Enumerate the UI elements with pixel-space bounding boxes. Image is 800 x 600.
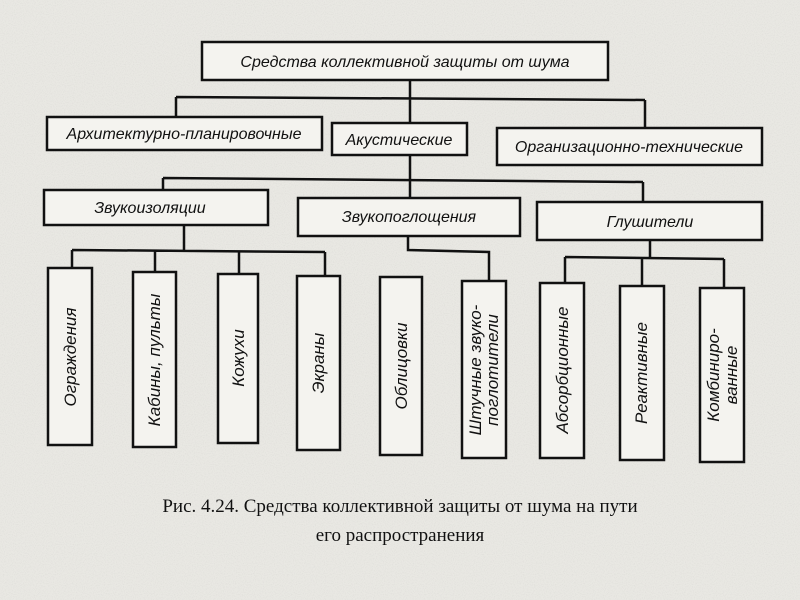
level1-node-architectural: Архитектурно-планировочные — [45, 115, 324, 152]
leaf-piece-absorbers: Штучные звуко- поглотители — [460, 279, 508, 460]
level1-label: Акустические — [345, 132, 453, 149]
leaf-linings: Облицовки — [378, 275, 424, 457]
level2-label: Глушители — [607, 214, 694, 231]
level2-label: Звукоизоляции — [94, 200, 205, 217]
leaf-casings: Кожухи — [216, 272, 260, 445]
connectors — [70, 80, 726, 288]
leaf-combined: Комбиниро- ванные — [698, 286, 746, 464]
level2-label: Звукопоглощения — [342, 209, 477, 226]
level1-node-acoustic: Акустические — [330, 121, 469, 157]
level1-label: Организационно-технические — [515, 139, 743, 156]
figure-caption-line2: его распространения — [316, 525, 485, 546]
leaf-label: Ограждения — [61, 308, 80, 407]
level2-node-silencers: Глушители — [535, 200, 764, 242]
root-node: Средства коллективной защиты от шума — [200, 40, 610, 82]
leaf-enclosures: Ограждения — [46, 266, 94, 447]
leaf-label-line2: поглотители — [483, 314, 502, 426]
leaf-label: Экраны — [309, 332, 328, 393]
leaf-label-line1: Штучные звуко- — [466, 304, 485, 435]
level2-node-sound-absorption: Звукопоглощения — [296, 196, 522, 238]
leaf-label-line1: Комбиниро- — [704, 328, 723, 422]
figure-caption-line1: Рис. 4.24. Средства коллективной защиты … — [162, 496, 637, 517]
leaf-screens: Экраны — [295, 274, 342, 452]
leaf-label: Абсорбционные — [553, 307, 572, 435]
root-label: Средства коллективной защиты от шума — [240, 54, 569, 71]
leaf-reactive: Реактивные — [618, 284, 666, 462]
leaf-absorptive: Абсорбционные — [538, 281, 586, 460]
leaf-label: Реактивные — [632, 322, 651, 424]
leaf-label: Кожухи — [229, 329, 248, 387]
level1-node-organizational: Организационно-технические — [495, 126, 764, 167]
level1-label: Архитектурно-планировочные — [66, 126, 302, 143]
level2-node-sound-insulation: Звукоизоляции — [42, 188, 270, 227]
leaf-label-line2: ванные — [722, 346, 741, 405]
leaf-label: Облицовки — [392, 322, 411, 410]
leaf-cabins: Кабины, пульты — [131, 270, 178, 449]
leaf-label: Кабины, пульты — [145, 293, 164, 426]
